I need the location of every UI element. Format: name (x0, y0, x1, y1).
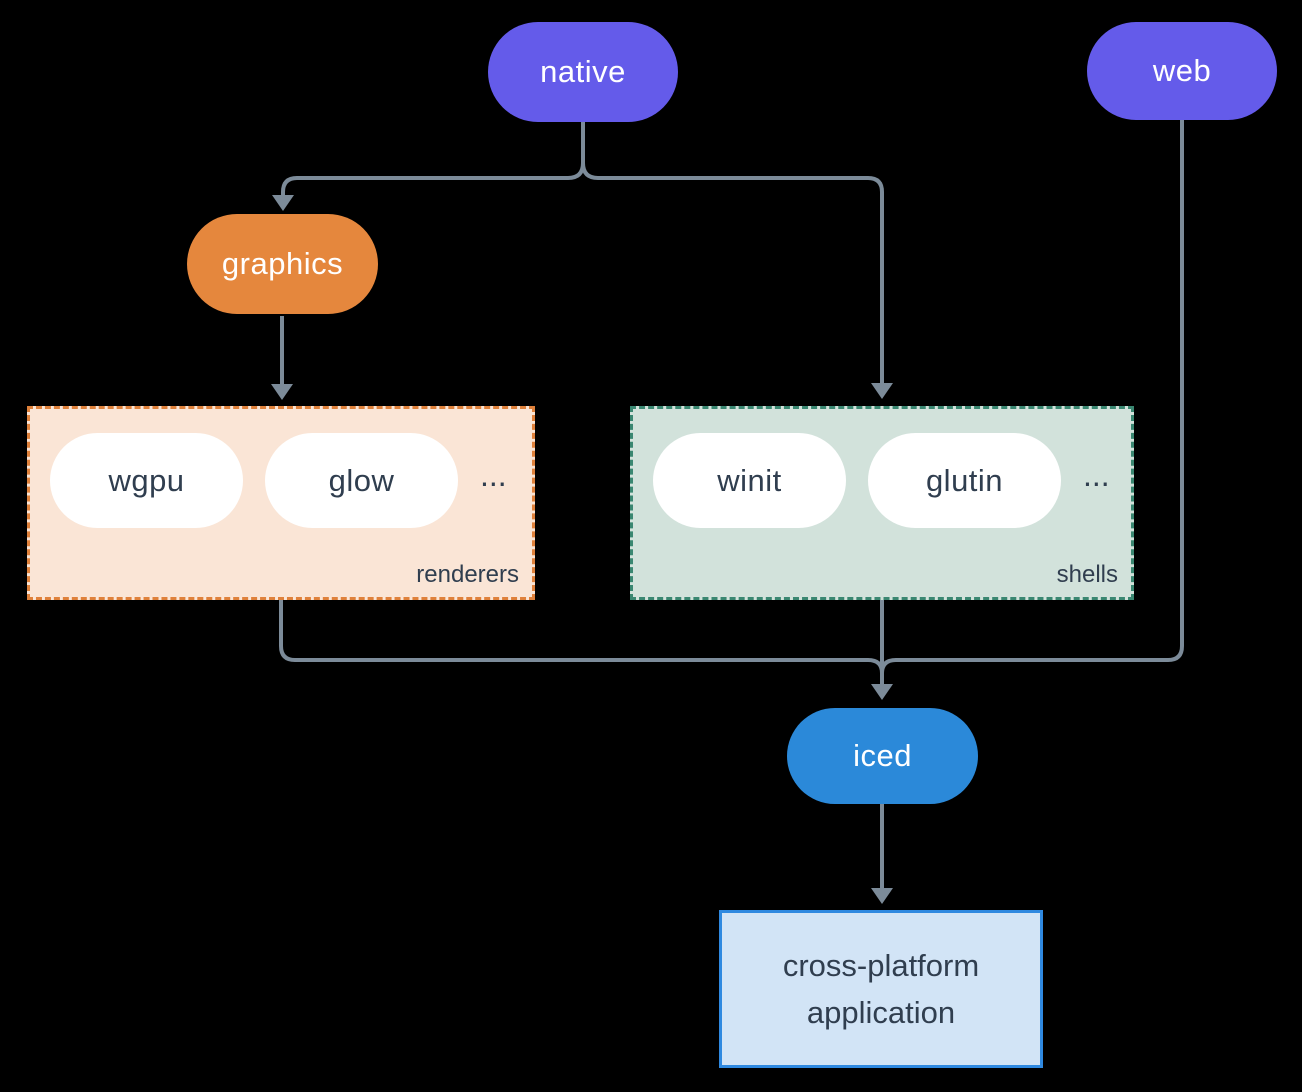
node-glow: glow (265, 433, 458, 528)
renderers-row: wgpu glow ... (50, 433, 520, 528)
edge-native-to-shells (581, 162, 884, 383)
arrowhead-renderers (271, 384, 293, 400)
node-web: web (1087, 22, 1277, 120)
group-shells: winit glutin ... shells (630, 406, 1134, 600)
node-graphics: graphics (187, 214, 378, 314)
node-wgpu: wgpu (50, 433, 243, 528)
edge-native-to-graphics (281, 162, 585, 195)
node-glutin: glutin (868, 433, 1061, 528)
arrowhead-iced (871, 684, 893, 700)
group-shells-label: shells (1056, 561, 1118, 588)
group-renderers-label: renderers (416, 561, 519, 588)
group-renderers: wgpu glow ... renderers (27, 406, 535, 600)
shells-ellipsis: ... (1083, 457, 1110, 493)
application-label-line1: cross-platform (782, 948, 980, 983)
node-winit: winit (653, 433, 846, 528)
node-iced: iced (787, 708, 978, 804)
node-native: native (488, 22, 678, 122)
arrowhead-application (871, 888, 893, 904)
application-label-line2: application (806, 995, 956, 1030)
edge-renderers-to-iced (279, 600, 884, 674)
arrowhead-shells (871, 383, 893, 399)
arrowhead-graphics (272, 195, 294, 211)
node-cross-platform-application: cross-platform application (719, 910, 1043, 1068)
renderers-ellipsis: ... (480, 457, 507, 493)
shells-row: winit glutin ... (653, 433, 1119, 528)
